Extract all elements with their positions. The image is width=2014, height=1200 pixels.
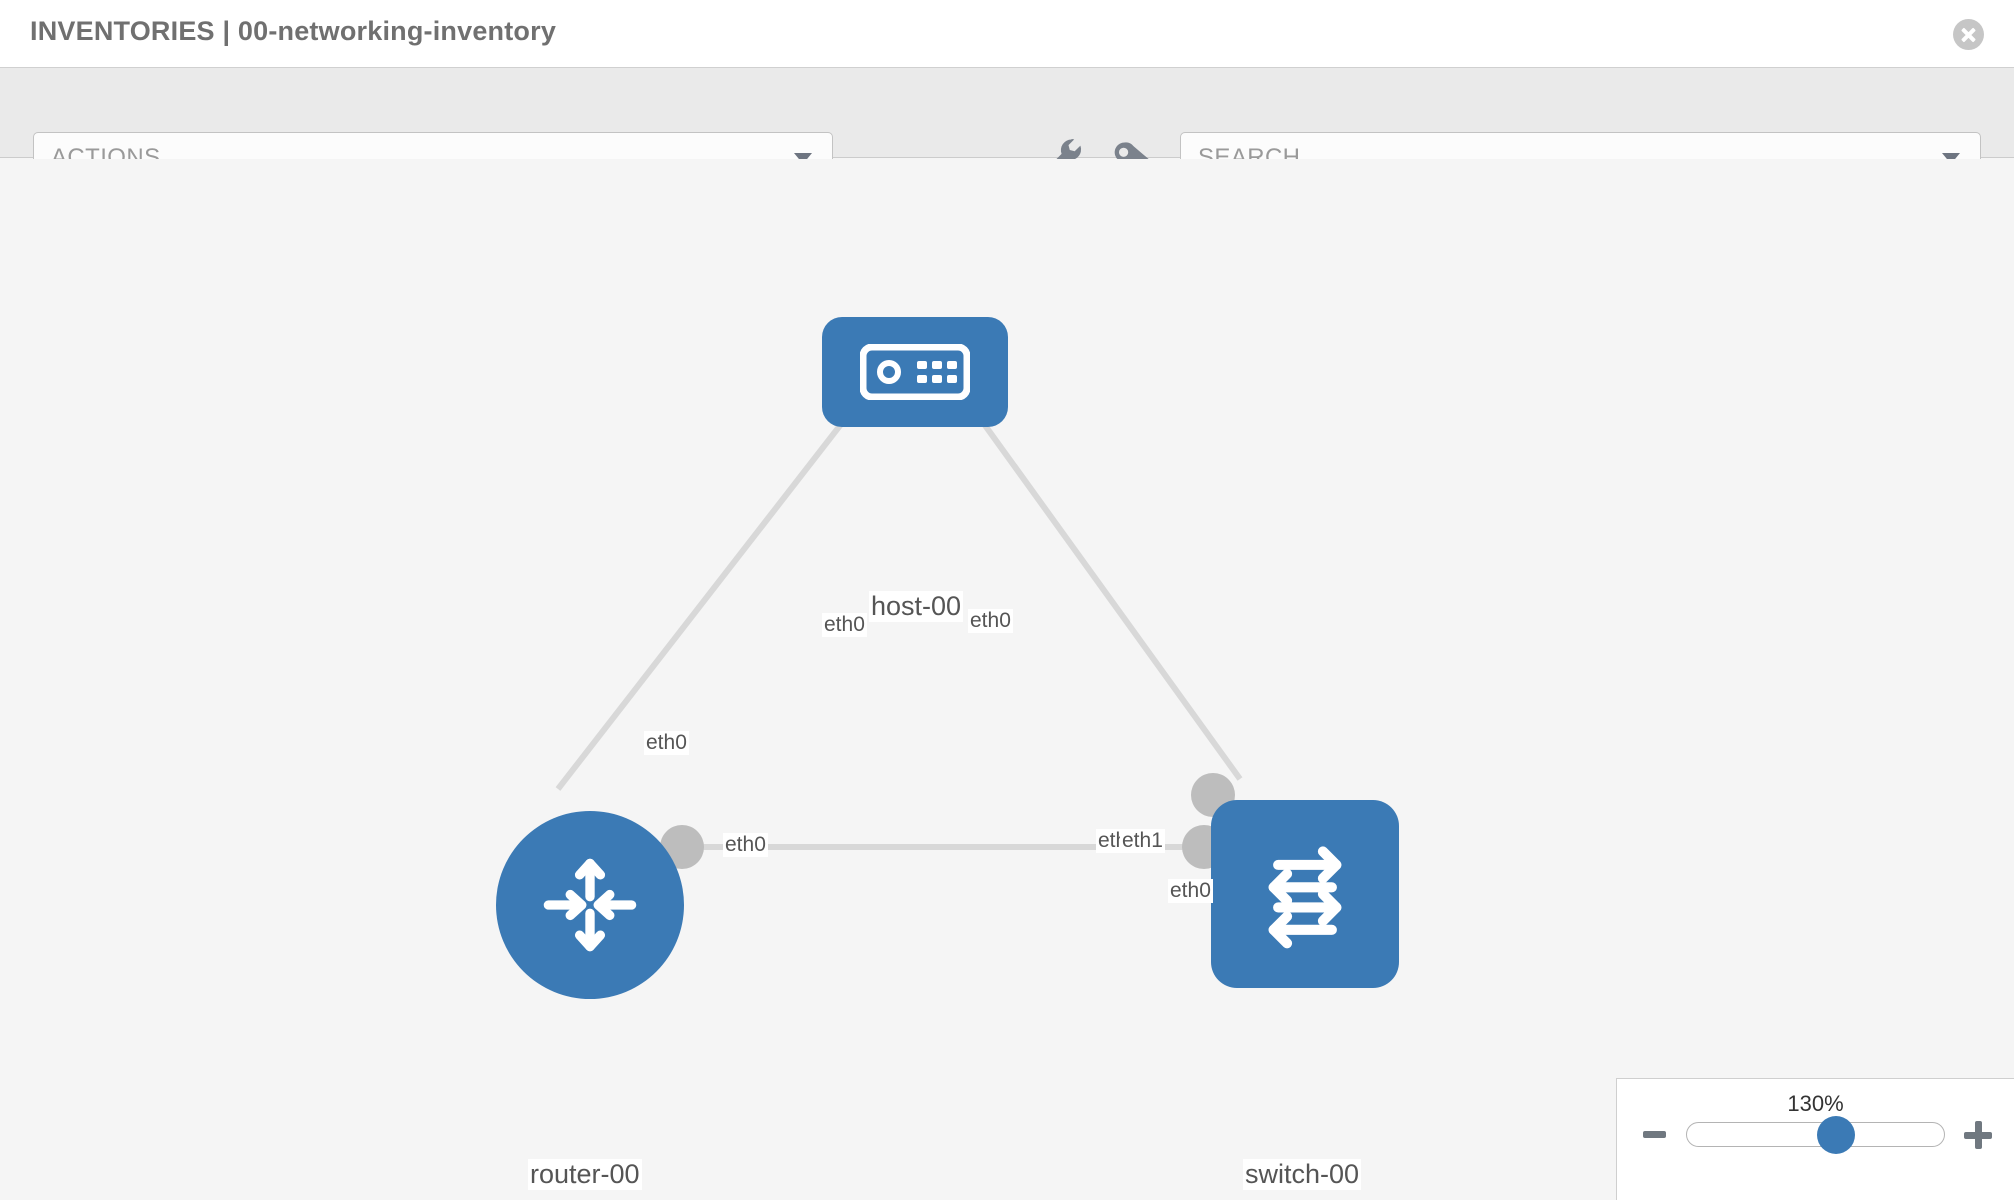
port-label-switch-up: eth0	[1168, 879, 1213, 903]
switch-arrows-icon[interactable]	[1211, 800, 1399, 988]
link-layer	[555, 372, 1243, 850]
toolbar: ACTIONS SEARCH	[0, 68, 2014, 180]
topology-canvas[interactable]: host-00 eth0 eth0	[0, 159, 2014, 1200]
port-label-host-right: eth0	[968, 609, 1013, 633]
link-host-router	[555, 372, 883, 791]
node-switch-00[interactable]	[1211, 800, 1399, 988]
node-router-00[interactable]	[496, 811, 684, 999]
topology-graph: host-00 eth0 eth0	[0, 159, 2014, 1200]
zoom-slider-track[interactable]	[1686, 1116, 1945, 1154]
zoom-level-label: 130%	[1787, 1091, 1844, 1116]
key-icon[interactable]	[1108, 134, 1152, 178]
page-title: INVENTORIES | 00-networking-inventory	[30, 16, 557, 46]
chevron-down-icon	[794, 153, 812, 164]
port-label-host-left: eth0	[822, 613, 867, 637]
node-label-switch-00: switch-00	[1243, 1159, 1362, 1190]
server-icon[interactable]	[822, 317, 1008, 427]
page-header: INVENTORIES | 00-networking-inventory	[0, 0, 2014, 68]
minus-icon[interactable]	[1643, 1131, 1666, 1138]
chevron-down-icon	[1942, 153, 1960, 164]
router-arrows-icon[interactable]	[496, 811, 684, 999]
close-icon[interactable]	[1953, 19, 1984, 50]
node-host-00[interactable]	[822, 317, 1008, 427]
port-label-router-up: eth0	[644, 731, 689, 755]
link-host-switch	[945, 372, 1243, 781]
node-label-host-00: host-00	[869, 591, 964, 622]
port-label-router-right: eth0	[723, 833, 768, 857]
zoom-slider-thumb[interactable]	[1817, 1116, 1856, 1154]
plus-icon[interactable]	[1964, 1121, 1992, 1149]
port-label-switch-left-over: eth1	[1120, 829, 1165, 853]
zoom-control-panel: 130%	[1616, 1078, 2014, 1200]
node-label-router-00: router-00	[528, 1159, 642, 1190]
